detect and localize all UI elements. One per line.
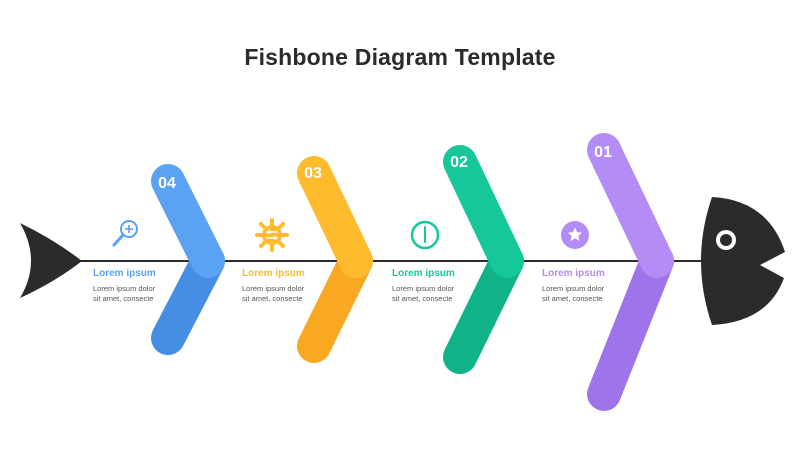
bone-04: 04 xyxy=(151,164,225,355)
step-03-text: Lorem ipsum Lorem ipsum dolor sit amet, … xyxy=(242,268,352,304)
bone-04-number: 04 xyxy=(158,175,176,192)
bone-02: 02 xyxy=(443,145,524,374)
fish-pupil xyxy=(720,234,732,246)
step-03-desc-line1: Lorem ipsum dolor xyxy=(242,284,305,293)
fish-head xyxy=(701,197,785,325)
bone-01-upper xyxy=(587,133,674,278)
step-04-desc-line2: sit amet, consecte xyxy=(93,294,154,303)
bone-03-number: 03 xyxy=(304,165,322,182)
step-02-desc-line1: Lorem ipsum dolor xyxy=(392,284,455,293)
bone-03-upper xyxy=(297,156,373,278)
step-02-desc-line2: sit amet, consecte xyxy=(392,294,453,303)
magnifier-plus-icon xyxy=(112,220,138,247)
bone-01: 01 xyxy=(587,133,674,411)
bone-01-number: 01 xyxy=(594,144,612,161)
step-01-text: Lorem ipsum Lorem ipsum dolor sit amet, … xyxy=(542,268,652,304)
step-01-desc-line2: sit amet, consecte xyxy=(542,294,603,303)
step-02-text: Lorem ipsum Lorem ipsum dolor sit amet, … xyxy=(392,268,502,304)
step-01-desc-line1: Lorem ipsum dolor xyxy=(542,284,605,293)
page-title: Fishbone Diagram Template xyxy=(244,44,556,70)
step-04-heading: Lorem ipsum xyxy=(93,268,156,279)
step-03-heading: Lorem ipsum xyxy=(242,268,305,279)
step-03-desc-line2: sit amet, consecte xyxy=(242,294,303,303)
bone-03: 03 xyxy=(297,156,373,363)
fish-tail xyxy=(20,223,82,298)
bone-04-upper xyxy=(151,164,225,278)
bone-01-lower xyxy=(587,244,674,411)
bone-02-upper xyxy=(443,145,524,278)
bone-02-number: 02 xyxy=(450,154,468,171)
step-04-text: Lorem ipsum Lorem ipsum dolor sit amet, … xyxy=(93,268,203,304)
star-icon xyxy=(561,221,589,249)
step-01-heading: Lorem ipsum xyxy=(542,268,605,279)
step-04-desc-line1: Lorem ipsum dolor xyxy=(93,284,156,293)
clock-icon xyxy=(410,220,440,250)
gear-icon xyxy=(255,218,289,252)
bone-02-lower xyxy=(443,244,524,374)
step-02-heading: Lorem ipsum xyxy=(392,268,455,279)
